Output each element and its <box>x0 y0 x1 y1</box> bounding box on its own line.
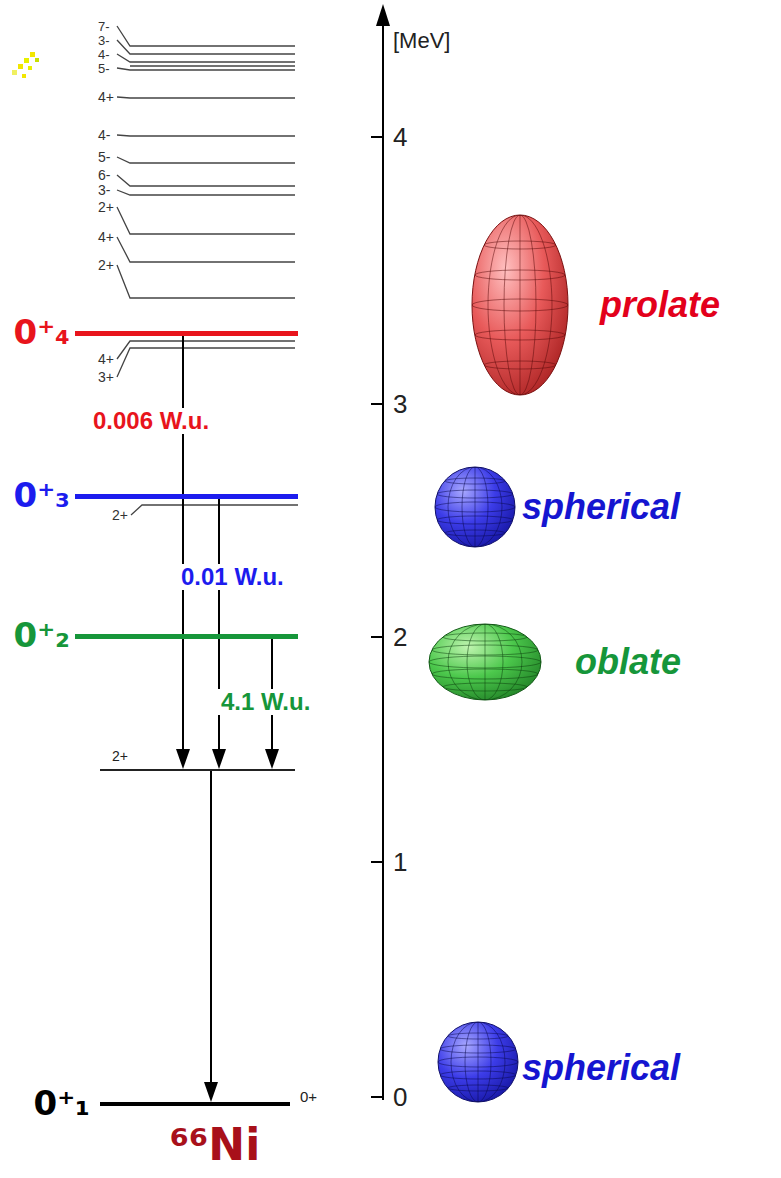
energy-level: 0⁺₁0+ <box>100 1102 290 1106</box>
text-holder: 7- <box>98 17 110 35</box>
level-spin: 7- <box>98 20 110 34</box>
shape-label: prolate <box>600 285 720 325</box>
text-holder: ⁶⁶Ni <box>170 1121 260 1169</box>
text-holder: 4- <box>98 45 110 63</box>
text-holder: 0⁺₁ <box>34 1085 91 1122</box>
text-holder: 6- <box>98 166 110 184</box>
text-holder: 4+ <box>98 88 114 106</box>
text-holder: [MeV] <box>393 29 450 53</box>
nucleus-title: ⁶⁶Ni <box>170 1121 260 1169</box>
level-spin: 3- <box>98 183 110 198</box>
spherical-shape <box>435 467 515 547</box>
oblate-shape <box>429 624 541 700</box>
level-label: 0⁺₃ <box>14 477 71 514</box>
transition-arrow <box>204 771 218 1102</box>
text-holder: 4 <box>393 123 407 152</box>
transition-strength: 0.01 W.u. <box>178 564 287 590</box>
text-holder: 0.01 W.u. <box>178 564 287 590</box>
spherical-shape <box>438 1022 518 1102</box>
level-spin: 5- <box>98 150 110 165</box>
text-holder: prolate <box>600 285 720 325</box>
text-holder: 4.1 W.u. <box>218 689 313 715</box>
level-label: 0⁺₁ <box>34 1085 91 1122</box>
level-spin: 2+ <box>98 258 114 273</box>
level-spin: 4+ <box>98 230 114 245</box>
shape-label: oblate <box>575 642 681 682</box>
text-holder: 2+ <box>98 198 114 216</box>
text-holder: 0⁺₄ <box>14 314 71 351</box>
arrowhead <box>176 749 190 769</box>
spin-label: 0+ <box>300 1089 317 1106</box>
shape-label: spherical <box>522 1048 680 1088</box>
level-spin: 2+ <box>98 200 114 215</box>
transition-strength: 0.006 W.u. <box>90 408 212 434</box>
shape-label: spherical <box>522 487 680 527</box>
text-holder: 0.006 W.u. <box>90 408 212 434</box>
energy-level: 0⁺₄ <box>75 331 298 336</box>
energy-level: 0⁺₃ <box>75 494 298 499</box>
level-spin: 4+ <box>98 352 114 367</box>
text-holder: 2+ <box>112 506 128 524</box>
axis-tick-value: 4 <box>393 123 407 152</box>
transition-arrow <box>176 336 190 769</box>
axis-tick-value: 2 <box>393 623 407 652</box>
level-spin: 4+ <box>98 90 114 105</box>
arrowhead <box>212 749 226 769</box>
arrowhead <box>265 749 279 769</box>
arrowhead <box>204 1082 218 1102</box>
axis-tick-value: 1 <box>393 848 407 877</box>
axis-unit: [MeV] <box>393 29 450 53</box>
pixel-specks <box>12 52 39 78</box>
level-label: 0⁺₄ <box>14 314 71 351</box>
excited-levels <box>117 26 298 515</box>
arrow-line <box>182 336 184 751</box>
text-holder: 1 <box>393 848 407 877</box>
text-holder: 0⁺₂ <box>14 617 71 654</box>
text-holder: 2+ <box>98 256 114 274</box>
prolate-shape <box>472 210 568 400</box>
text-holder: spherical <box>522 1048 680 1088</box>
energy-axis <box>371 24 383 1100</box>
level-spin: 3- <box>98 34 110 48</box>
spin-label: 2+ <box>112 749 128 764</box>
text-holder: 4- <box>98 126 110 144</box>
text-holder: 2+ <box>112 747 128 765</box>
level-spin: 6- <box>98 168 110 183</box>
text-holder: 0 <box>393 1083 407 1112</box>
text-holder: 2 <box>393 623 407 652</box>
text-holder: 4+ <box>98 350 114 368</box>
axis-arrowhead <box>376 4 390 26</box>
arrow-line <box>210 771 212 1084</box>
axis-tick-value: 3 <box>393 390 407 419</box>
text-holder: 5- <box>98 59 110 77</box>
level-spin: 4- <box>98 128 110 143</box>
level-spin: 2+ <box>112 508 128 523</box>
level-spin: 3+ <box>98 370 114 385</box>
level-spin: 4- <box>98 48 110 62</box>
transition-strength: 4.1 W.u. <box>218 689 313 715</box>
text-holder: 4+ <box>98 228 114 246</box>
energy-level: 2+ <box>100 769 295 771</box>
level-label: 0⁺₂ <box>14 617 71 654</box>
text-holder: 3- <box>98 181 110 199</box>
energy-level: 0⁺₂ <box>75 634 298 639</box>
level-spin: 5- <box>98 62 110 76</box>
text-holder: spherical <box>522 487 680 527</box>
text-holder: 5- <box>98 148 110 166</box>
text-holder: 0+ <box>300 1088 317 1106</box>
text-holder: 0⁺₃ <box>14 477 71 514</box>
text-holder: 3- <box>98 31 110 49</box>
axis-tick-value: 0 <box>393 1083 407 1112</box>
text-holder: 3+ <box>98 368 114 386</box>
text-holder: 3 <box>393 390 407 419</box>
text-holder: oblate <box>575 642 681 682</box>
